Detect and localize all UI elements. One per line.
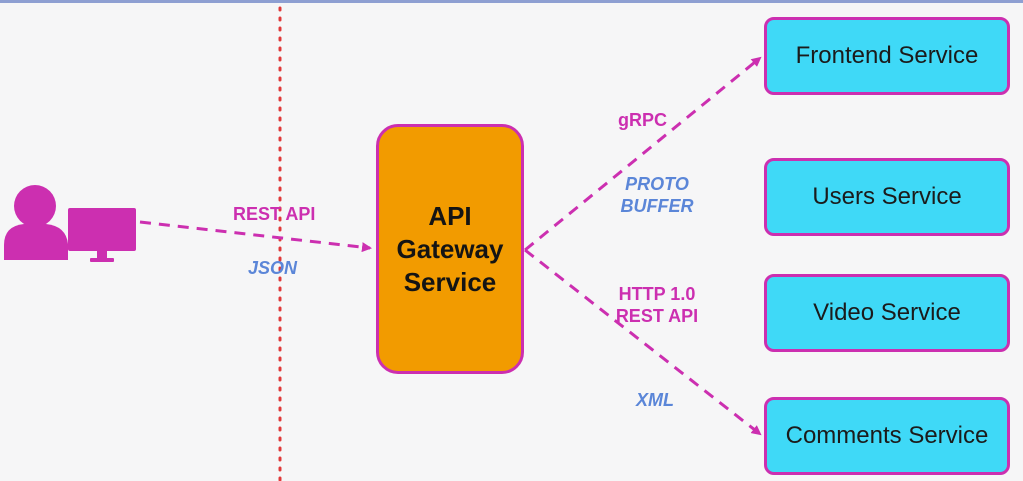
edge-gateway-frontend: [524, 56, 762, 252]
client-gateway-protocol-label: REST API: [233, 204, 316, 224]
video-service-node: Video Service: [764, 274, 1010, 352]
monitor-icon: [68, 208, 136, 262]
comments-service-label: Comments Service: [785, 422, 989, 449]
api-gateway-node: API Gateway Service: [376, 124, 524, 374]
gateway-comments-protocol-label: HTTP 1.0 REST API: [615, 284, 699, 326]
client-gateway-format-label: JSON: [248, 258, 298, 278]
frontend-service-node: Frontend Service: [764, 17, 1010, 95]
video-service-label: Video Service: [813, 299, 961, 326]
api-gateway-label: API Gateway Service: [396, 200, 504, 297]
users-service-label: Users Service: [812, 183, 962, 210]
user-icon: [4, 185, 68, 260]
gateway-frontend-protocol-label: gRPC: [618, 110, 667, 130]
top-border: [0, 0, 1023, 3]
gateway-frontend-format-label: PROTO BUFFER: [620, 174, 694, 216]
edge-client-gateway: [139, 220, 372, 253]
edge-gateway-comments: [524, 248, 762, 436]
gateway-comments-format-label: XML: [636, 390, 674, 410]
frontend-service-label: Frontend Service: [795, 42, 979, 69]
comments-service-node: Comments Service: [764, 397, 1010, 475]
users-service-node: Users Service: [764, 158, 1010, 236]
